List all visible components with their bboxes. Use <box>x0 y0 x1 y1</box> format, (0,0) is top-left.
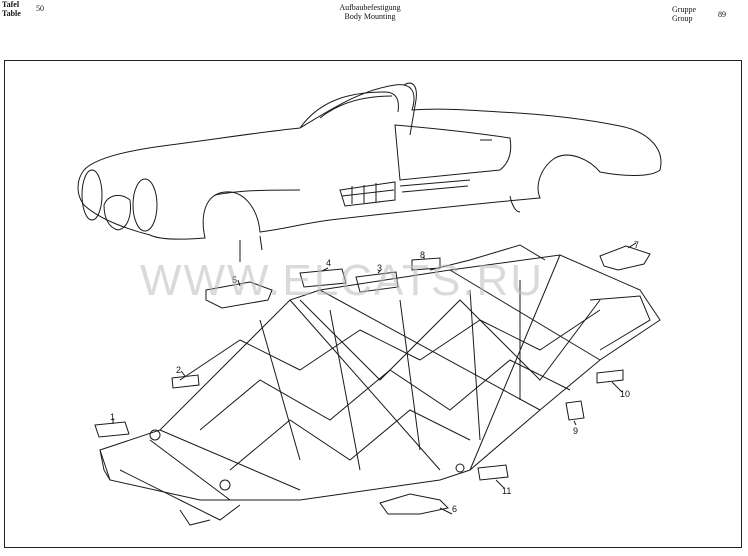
pad-1 <box>94 421 130 438</box>
watermark-text: WWW.ELCATS.RU <box>140 256 544 305</box>
tafel-label: Tafel <box>2 0 20 9</box>
title-english: Body Mounting <box>344 12 396 21</box>
callout-8: 8 <box>420 250 425 260</box>
pad-3 <box>355 271 399 293</box>
callout-1: 1 <box>110 412 115 422</box>
callout-10: 10 <box>620 389 630 399</box>
group-label-en: Group <box>672 14 693 23</box>
group-number: 89 <box>718 10 726 19</box>
pad-6 <box>379 493 450 515</box>
table-label-en: Table <box>2 9 21 18</box>
page-title: Aufbaubefestigung Body Mounting <box>300 3 440 21</box>
table-number: 50 <box>36 4 44 13</box>
callout-4: 4 <box>326 258 331 268</box>
table-label: Tafel Table <box>2 0 21 18</box>
pad-7 <box>599 245 651 271</box>
callout-9: 9 <box>573 426 578 436</box>
pad-10 <box>596 369 624 384</box>
callout-7: 7 <box>634 240 639 250</box>
mounting-pads <box>94 245 651 515</box>
car-body-illustration <box>77 82 662 262</box>
callout-numbers: 1 2 3 4 5 6 7 8 9 10 11 <box>110 240 639 514</box>
title-german: Aufbaubefestigung <box>339 3 401 12</box>
pad-5 <box>205 281 273 309</box>
leader-lines <box>112 242 637 515</box>
pad-2 <box>171 374 200 389</box>
pad-9 <box>565 400 585 421</box>
callout-2: 2 <box>176 365 181 375</box>
callout-5: 5 <box>232 275 237 285</box>
callout-3: 3 <box>377 263 382 273</box>
gruppe-label: Gruppe <box>672 5 696 14</box>
drawing-border <box>4 60 742 548</box>
group-label: Gruppe Group <box>672 5 696 23</box>
pad-8 <box>411 257 441 271</box>
callout-11: 11 <box>502 486 511 496</box>
callout-6: 6 <box>452 504 457 514</box>
chassis-frame-illustration <box>99 244 661 526</box>
pad-11 <box>477 464 509 481</box>
pad-4 <box>299 268 347 288</box>
